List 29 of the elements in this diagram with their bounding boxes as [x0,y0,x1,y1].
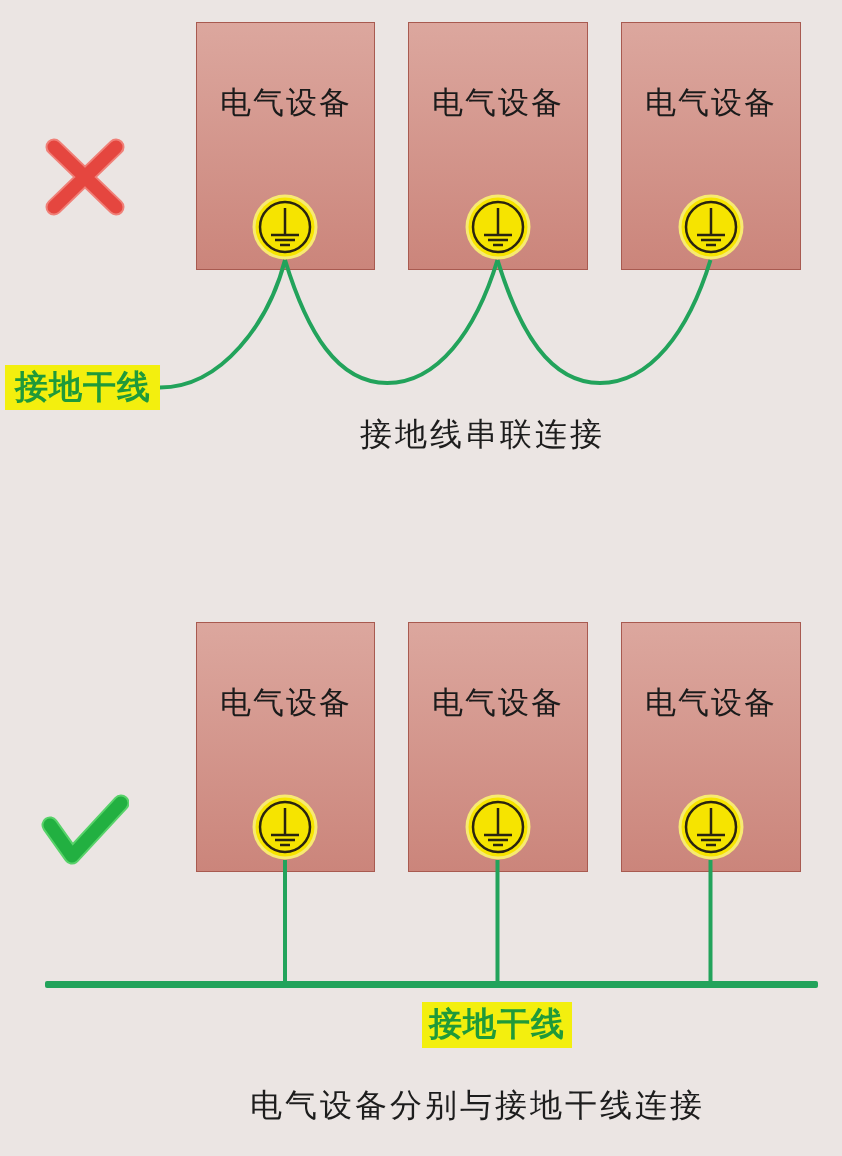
equipment-label: 电气设备 [645,83,777,121]
equipment-box [621,22,801,270]
ground-wire [159,259,287,390]
equipment-label: 电气设备 [432,83,564,121]
ground-symbol-icon [252,794,318,860]
highlighted-label: 接地干线 [5,365,160,410]
ground-wire [495,860,500,981]
caption: 接地线串联连接 [360,414,605,454]
equipment-box [196,22,375,270]
ground-symbol-icon [464,794,531,860]
equipment-label: 电气设备 [645,683,777,721]
equipment-box [621,622,801,872]
ground-wire [283,259,500,385]
ground-symbol-icon [252,194,318,260]
ground-symbol-icon [464,194,531,260]
ground-bus-bar [45,981,818,988]
ground-symbol-icon [677,794,744,860]
equipment-label: 电气设备 [432,683,564,721]
ground-symbol-icon [677,194,744,260]
caption: 电气设备分别与接地干线连接 [250,1085,705,1125]
ground-wire [283,860,287,981]
equipment-label: 电气设备 [219,683,352,721]
equipment-label: 电气设备 [219,83,352,121]
ground-wire [495,259,713,385]
highlighted-label: 接地干线 [422,1002,572,1048]
equipment-box [408,622,588,872]
equipment-box [408,22,588,270]
ground-wire [708,860,713,981]
equipment-box [196,622,375,872]
